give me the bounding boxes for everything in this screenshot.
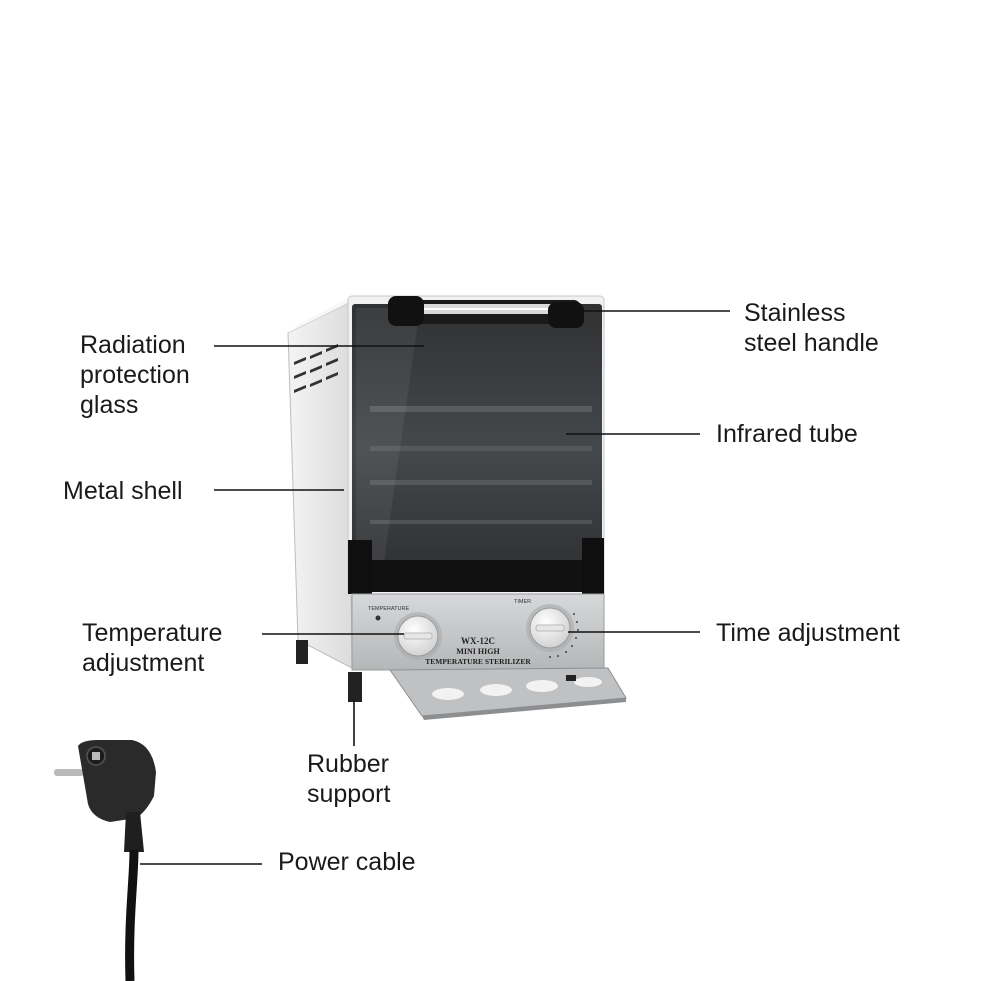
label-line: Rubber: [307, 750, 389, 778]
label-temperature-adjustment: Temperature adjustment: [82, 618, 222, 678]
label-power-cable: Power cable: [278, 847, 416, 877]
metal-shell: [287, 296, 353, 669]
temperature-knob: [394, 612, 442, 660]
label-line: adjustment: [82, 649, 205, 677]
model-name: WX-12C: [461, 636, 495, 646]
rubber-support-feet: [296, 640, 362, 702]
power-cable: [125, 849, 139, 981]
label-line: support: [307, 780, 391, 808]
timer-knob: [526, 604, 579, 658]
label-line: Infrared tube: [716, 420, 858, 448]
drawer-tray: [389, 667, 627, 720]
label-line: Power cable: [278, 848, 416, 876]
radiation-glass: [348, 304, 604, 594]
label-time-adjustment: Time adjustment: [716, 618, 900, 648]
label-line: Radiation: [80, 331, 186, 359]
label-rubber-support: Rubber support: [307, 749, 390, 809]
label-line: Time adjustment: [716, 619, 900, 647]
label-line: glass: [80, 391, 139, 419]
label-line: steel handle: [744, 329, 879, 357]
stainless-handle: [388, 296, 584, 328]
vent-slots: [294, 344, 338, 393]
label-radiation-glass: Radiation protection glass: [80, 330, 190, 420]
label-infrared-tube: Infrared tube: [716, 419, 858, 449]
panel-line-1: MINI HIGH: [456, 647, 500, 656]
timer-caption: TIMER: [514, 599, 531, 605]
label-line: protection: [80, 361, 190, 389]
power-plug: [54, 740, 156, 852]
panel-line-2: TEMPERATURE STERILIZER: [425, 657, 531, 666]
label-line: Stainless: [744, 299, 846, 327]
leader-lines: [140, 310, 730, 865]
label-line: Temperature: [82, 619, 223, 647]
temperature-caption: TEMPERATURE: [368, 606, 409, 612]
label-metal-shell: Metal shell: [63, 476, 183, 506]
label-stainless-handle: Stainless steel handle: [744, 298, 879, 358]
control-panel: TEMPERATURE TIMER WX-12: [351, 593, 605, 671]
label-line: Metal shell: [63, 477, 183, 505]
